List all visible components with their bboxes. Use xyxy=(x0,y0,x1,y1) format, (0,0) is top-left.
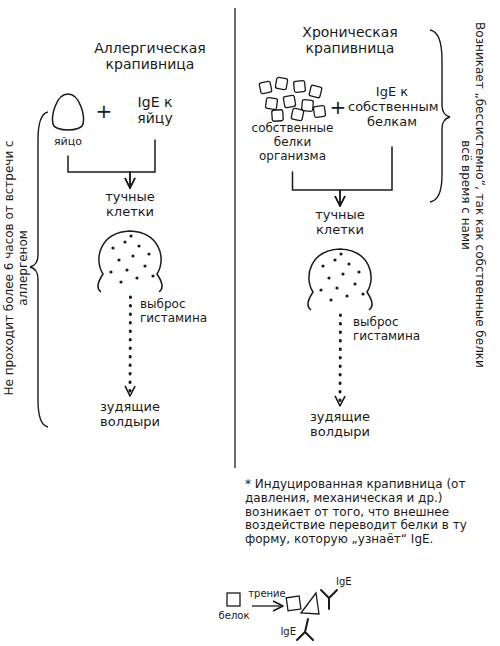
antibody-box: IgE к собственным белкам xyxy=(348,85,436,145)
shape-caption: яйцо xyxy=(48,136,88,149)
histamine-release-arrow xyxy=(339,315,343,406)
histamine-granule xyxy=(117,258,120,261)
cell-membrane xyxy=(98,231,162,292)
histamine-granule xyxy=(357,270,360,273)
histamine-granule xyxy=(151,274,154,277)
footnote-text: * Индуцированная крапивница (от давления… xyxy=(245,478,493,547)
protein-square xyxy=(272,110,284,122)
histamine-granule xyxy=(321,264,324,267)
protein-square xyxy=(293,80,305,92)
histamine-granule xyxy=(147,252,150,255)
protein-cluster: собственные белки организма xyxy=(250,78,335,170)
histamine-granule xyxy=(109,270,112,273)
wheal-result: зудящие волдыри xyxy=(302,410,378,450)
histamine-granule xyxy=(327,276,330,279)
plus-sign: + xyxy=(326,96,350,119)
column-title: Хроническая крапивница xyxy=(285,24,415,56)
friction-arrow xyxy=(252,605,283,606)
protein-square xyxy=(313,105,325,117)
egg-outline xyxy=(50,92,86,134)
antibody-text: IgE к яйцу xyxy=(118,94,192,126)
column-divider xyxy=(234,8,235,468)
histamine-granule xyxy=(339,252,342,255)
column-title: Аллергическая крапивница xyxy=(80,40,220,72)
shape-caption: собственные белки организма xyxy=(250,122,335,163)
antibody-text: IgE к собственным белкам xyxy=(348,85,436,130)
histamine-granule xyxy=(341,272,344,275)
histamine-granule xyxy=(333,258,336,261)
cell-heading: тучные клетки xyxy=(85,190,175,220)
histamine-granule xyxy=(345,294,348,297)
flow-arrow xyxy=(68,156,130,188)
mast-cell: тучные клеткивыброс гистамина xyxy=(85,190,175,340)
histamine-note: выброс гистамина xyxy=(353,316,425,344)
mast-cell: тучные клеткивыброс гистамина xyxy=(295,208,385,358)
antibody-label: IgE xyxy=(336,576,366,588)
protein-square xyxy=(291,108,304,121)
plus-sign: + xyxy=(92,100,116,123)
flow-arrow xyxy=(130,140,155,188)
antibody-symbol xyxy=(297,619,313,640)
result-text: зудящие волдыри xyxy=(302,410,378,440)
histamine-granule xyxy=(131,254,134,257)
flow-arrow xyxy=(293,172,341,206)
flow-arrow xyxy=(340,147,392,206)
cell-membrane xyxy=(308,249,372,310)
result-text: зудящие волдыри xyxy=(92,400,168,430)
antibody-symbol xyxy=(321,590,337,609)
histamine-granule xyxy=(347,262,350,265)
changed-protein xyxy=(301,593,319,614)
protein-square xyxy=(265,97,277,109)
antibody-box: IgE к яйцу xyxy=(118,94,192,138)
histamine-granule xyxy=(361,292,364,295)
egg-outline xyxy=(53,94,84,130)
histamine-granule xyxy=(119,280,122,283)
cell-heading: тучные клетки xyxy=(295,208,385,238)
curly-bracket xyxy=(30,112,48,427)
bracket-note: Возникает „бессистемно“, так как собстве… xyxy=(458,20,486,370)
changed-protein xyxy=(286,596,301,611)
histamine-note: выброс гистамина xyxy=(140,298,212,326)
bracket-note: Не проходит более 6 часов от встречи с а… xyxy=(3,108,31,428)
protein-square xyxy=(259,81,272,94)
histamine-granule xyxy=(111,246,114,249)
histamine-granule xyxy=(335,286,338,289)
shape-caption: белок xyxy=(212,610,256,622)
curly-bracket xyxy=(430,30,450,202)
histamine-granule xyxy=(353,282,356,285)
histamine-granule xyxy=(143,264,146,267)
histamine-granule xyxy=(129,234,132,237)
histamine-granule xyxy=(125,268,128,271)
antibody-label: IgE xyxy=(266,626,296,638)
cell-outline xyxy=(303,246,378,311)
histamine-granule xyxy=(123,240,126,243)
square-outline xyxy=(226,592,242,608)
arrow-label: трение xyxy=(240,588,294,600)
squares-outline xyxy=(258,78,328,120)
protein-square xyxy=(309,85,322,98)
protein-square xyxy=(227,593,240,606)
wheal-result: зудящие волдыри xyxy=(92,400,168,440)
histamine-release-arrow xyxy=(129,297,133,396)
cell-outline xyxy=(93,228,168,293)
histamine-granule xyxy=(135,276,138,279)
histamine-granule xyxy=(319,288,322,291)
protein-square xyxy=(283,95,296,108)
histamine-granule xyxy=(137,244,140,247)
histamine-granule xyxy=(329,298,332,301)
egg-shape: яйцо xyxy=(48,92,88,154)
protein-square xyxy=(275,77,288,90)
